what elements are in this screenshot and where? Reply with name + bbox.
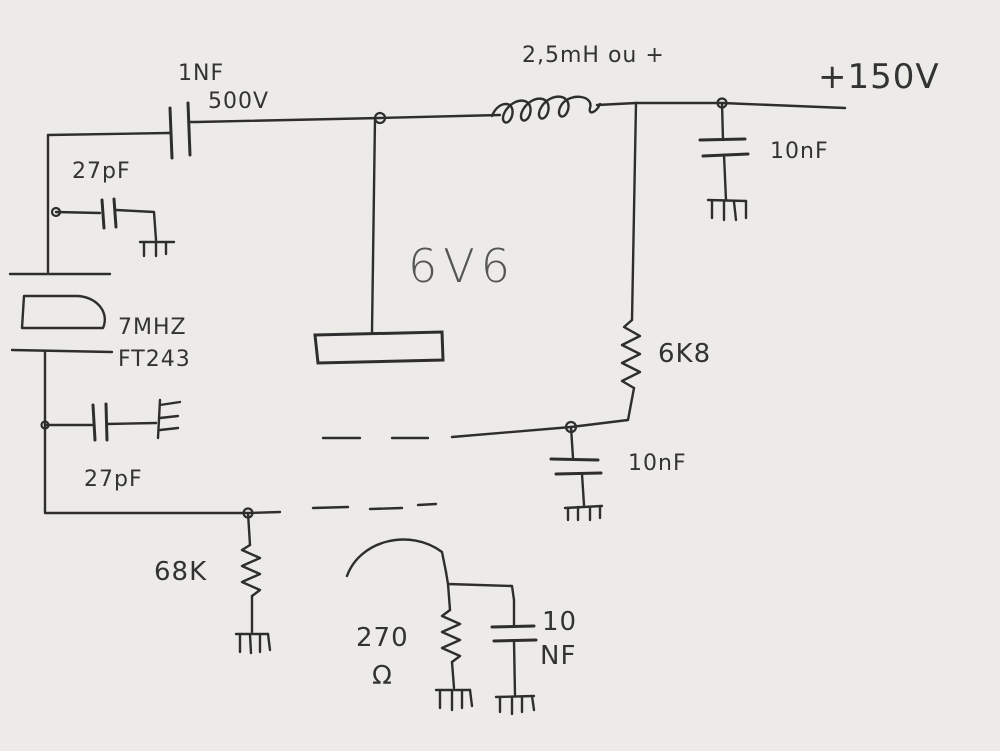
label-capacitor-bottom: 27pF (84, 467, 143, 492)
grid-resistor (234, 511, 272, 655)
cathode-network (434, 570, 538, 716)
label-supply: +150V (818, 57, 940, 97)
label-screen-capacitor: 10nF (628, 451, 687, 476)
capacitor-27pf-bottom (43, 398, 182, 442)
label-coupling-value: 1NF (178, 61, 224, 86)
label-screen-resistor: 6K8 (658, 339, 711, 369)
screen-capacitor (549, 425, 604, 522)
label-tube: 6V6 (408, 239, 516, 293)
coupling-capacitor (166, 101, 198, 160)
label-grid-resistor: 68K (154, 557, 207, 587)
label-coupling-voltage: 500V (208, 89, 269, 114)
label-capacitor-top: 27pF (72, 159, 131, 184)
label-crystal-frequency: 7MHZ (118, 315, 187, 340)
choke-inductor (490, 95, 602, 124)
screen-resistor-branch (569, 101, 642, 429)
label-cathode-capacitor-unit: NF (540, 641, 576, 671)
label-supply-capacitor: 10nF (770, 139, 829, 164)
label-cathode-resistor: 270 (356, 623, 409, 653)
crystal-branch (8, 133, 282, 515)
capacitor-27pf-top (54, 197, 176, 258)
label-cathode-capacitor-value: 10 (542, 607, 577, 637)
label-crystal-type: FT243 (118, 347, 191, 372)
label-ohm: Ω (372, 661, 393, 691)
supply-capacitor (698, 101, 750, 222)
label-choke: 2,5mH ou + (522, 43, 665, 68)
tube-6v6 (311, 116, 573, 578)
top-wires (46, 101, 847, 137)
